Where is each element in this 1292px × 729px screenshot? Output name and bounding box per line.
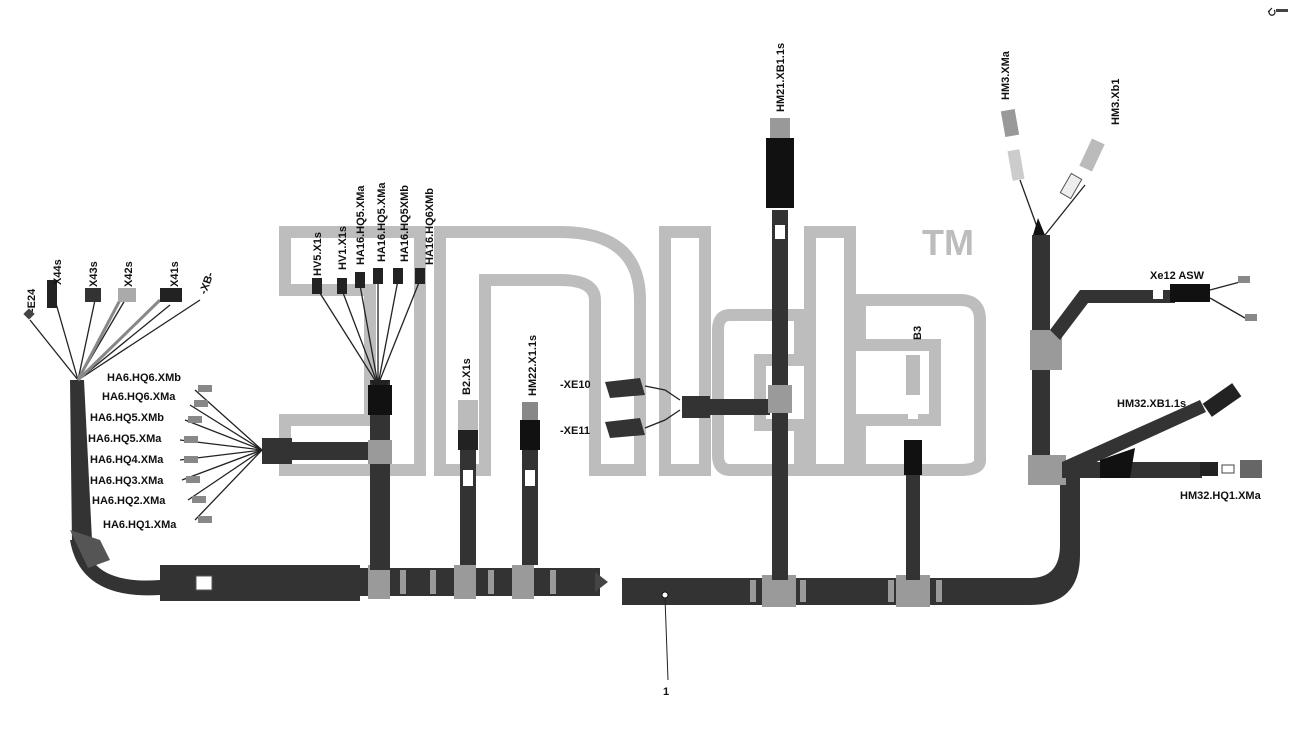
label-hm3-xb1: HM3.Xb1 [1110, 79, 1122, 125]
label-xb: -XB- [198, 270, 217, 296]
label-xe12-asw: Xe12 ASW [1150, 270, 1205, 282]
label-xe10: -XE10 [560, 379, 591, 391]
label-hm21-xb1-1s: HM21.XB1.1s [775, 43, 787, 112]
label-ha6-hq6-xma: HA6.HQ6.XMa [102, 391, 176, 403]
label-ha16-hq5-xma-1: HA16.HQ5.XMa [355, 185, 367, 265]
label-ha6-hq5-xmb: HA6.HQ5.XMb [90, 412, 164, 424]
label-b3: B3 [912, 326, 924, 340]
label-ha16-hq5-xma-2: HA16.HQ5.XMa [376, 182, 388, 262]
label-ha6-hq4-xma: HA6.HQ4.XMa [90, 454, 164, 466]
label-ha6-hq6-xmb: HA6.HQ6.XMb [107, 372, 181, 384]
label-ha6-hq1-xma: HA6.HQ1.XMa [103, 519, 177, 531]
right-harness [622, 108, 1262, 681]
label-xe11: -XE11 [560, 425, 590, 437]
label-ha16-hq6xmb: HA16.HQ6XMb [424, 188, 436, 265]
label-hm32-hq1-xma: HM32.HQ1.XMa [1180, 490, 1262, 502]
left-harness [23, 268, 608, 601]
xe-junction [605, 378, 770, 438]
label-x41s: X41s [169, 261, 181, 287]
part-number-label: 1 [663, 686, 669, 698]
watermark-tm: TM [922, 222, 974, 263]
label-e24: -E24 [26, 288, 38, 312]
labels: -E24 X44s X43s X42s X41s -XB- HA6.HQ6.XM… [26, 43, 1262, 698]
label-hm32-xb1-1s: HM32.XB1.1s [1117, 398, 1186, 410]
label-x43s: X43s [88, 261, 100, 287]
label-hv1-x1s: HV1.X1s [337, 226, 349, 270]
label-hm22-x1-1s: HM22.X1.1s [527, 335, 539, 396]
label-ha6-hq5-xma: HA6.HQ5.XMa [88, 433, 162, 445]
label-ha16-hq5xmb: HA16.HQ5XMb [399, 185, 411, 262]
label-x42s: X42s [123, 261, 135, 287]
label-hv5-x1s: HV5.X1s [312, 232, 324, 276]
label-ha6-hq3-xma: HA6.HQ3.XMa [90, 475, 164, 487]
label-ha6-hq2-xma: HA6.HQ2.XMa [92, 495, 166, 507]
link-icon [1267, 7, 1288, 16]
label-x44s: X44s [52, 259, 64, 285]
label-hm3-xma: HM3.XMa [1000, 50, 1012, 100]
label-b2-x1s: B2.X1s [461, 358, 473, 395]
